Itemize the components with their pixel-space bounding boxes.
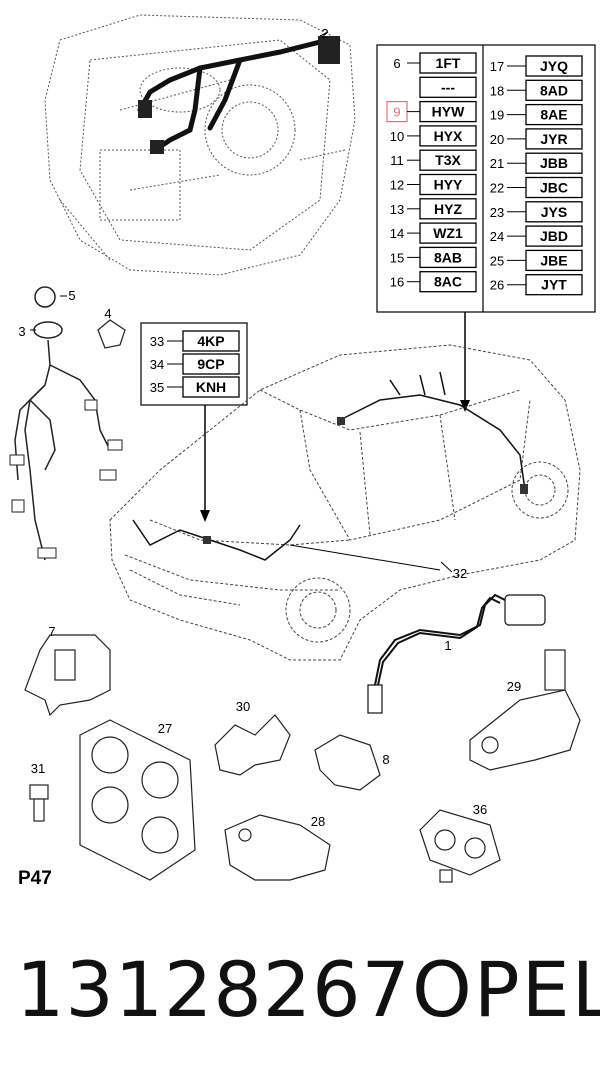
- callout-8: 8: [382, 752, 389, 767]
- option-code: KNH: [196, 379, 226, 395]
- code-number: 18: [490, 83, 504, 98]
- engine-harness: [137, 39, 323, 153]
- option-code: HYX: [434, 128, 463, 144]
- code-number: 21: [490, 156, 504, 171]
- option-code: HYY: [434, 177, 463, 193]
- code-number: 22: [490, 181, 504, 196]
- option-code: 8AD: [540, 82, 568, 98]
- clip-part-8: [314, 734, 381, 791]
- option-code: T3X: [435, 152, 461, 168]
- option-code: 4KP: [197, 333, 224, 349]
- harness-part-3: [14, 286, 111, 561]
- option-code: 8AE: [540, 107, 567, 123]
- car-harness: [132, 371, 526, 561]
- callout-2: 2: [321, 26, 328, 41]
- sensor-part-29: [469, 649, 581, 771]
- page-code: P47: [18, 868, 52, 889]
- callout-30: 30: [236, 699, 250, 714]
- code-number: 19: [490, 108, 504, 123]
- callout-29: 29: [507, 679, 521, 694]
- option-code: JYT: [541, 277, 567, 293]
- callout-36: 36: [473, 802, 487, 817]
- code-box: [419, 76, 477, 98]
- code-number: 35: [150, 380, 164, 395]
- option-code: HYW: [432, 104, 465, 120]
- option-code: JYR: [540, 131, 567, 147]
- code-number: 9: [393, 105, 400, 120]
- code-number: 12: [390, 178, 404, 193]
- option-code: JYQ: [540, 58, 568, 74]
- option-code: WZ1: [433, 225, 463, 241]
- engine-illustration: [44, 14, 356, 276]
- footer: 13128267 OPEL: [0, 940, 600, 1050]
- option-code: 9CP: [197, 356, 224, 372]
- option-code: HYZ: [434, 201, 462, 217]
- bracket-part-28: [224, 814, 331, 881]
- callout-4: 4: [104, 306, 111, 321]
- code-number: 10: [390, 129, 404, 144]
- code-number: 14: [390, 226, 404, 241]
- callout-7: 7: [48, 624, 55, 639]
- bolt-part-31: [29, 784, 49, 822]
- code-number: 26: [490, 278, 504, 293]
- option-code: 1FT: [436, 55, 461, 71]
- callout-3: 3: [18, 324, 25, 339]
- code-number: 23: [490, 205, 504, 220]
- code-number: 20: [490, 132, 504, 147]
- option-code: ---: [441, 79, 455, 95]
- code-number: 17: [490, 59, 504, 74]
- part-number: 13128267: [16, 945, 411, 1034]
- option-code: JBD: [540, 228, 568, 244]
- engine-connector: [318, 36, 340, 64]
- brand-name: OPEL: [412, 945, 600, 1034]
- callout-5: 5: [68, 288, 75, 303]
- code-number: 16: [390, 275, 404, 290]
- code-number: 24: [490, 229, 504, 244]
- code-number: 13: [390, 202, 404, 217]
- callout-28: 28: [311, 814, 325, 829]
- sensor-cable-part-1: [374, 593, 506, 686]
- option-code: JBE: [540, 252, 567, 268]
- clip-part-7: [24, 634, 111, 717]
- clip-part-27: [79, 719, 196, 881]
- callout-31: 31: [31, 761, 45, 776]
- option-code: JYS: [541, 204, 567, 220]
- code-number: 25: [490, 253, 504, 268]
- option-code: JBB: [540, 155, 568, 171]
- code-number: 15: [390, 250, 404, 265]
- callout-32: 32: [453, 566, 467, 581]
- option-code: JBC: [540, 180, 568, 196]
- clip-part-30: [214, 714, 291, 776]
- mount-part-36: [419, 809, 501, 883]
- code-number: 34: [150, 357, 164, 372]
- code-number: 11: [390, 153, 404, 168]
- callout-27: 27: [158, 721, 172, 736]
- code-number: 6: [393, 56, 400, 71]
- option-code: 8AC: [434, 274, 462, 290]
- option-code: 8AB: [434, 249, 462, 265]
- code-number: 33: [150, 334, 164, 349]
- callout-1: 1: [444, 638, 451, 653]
